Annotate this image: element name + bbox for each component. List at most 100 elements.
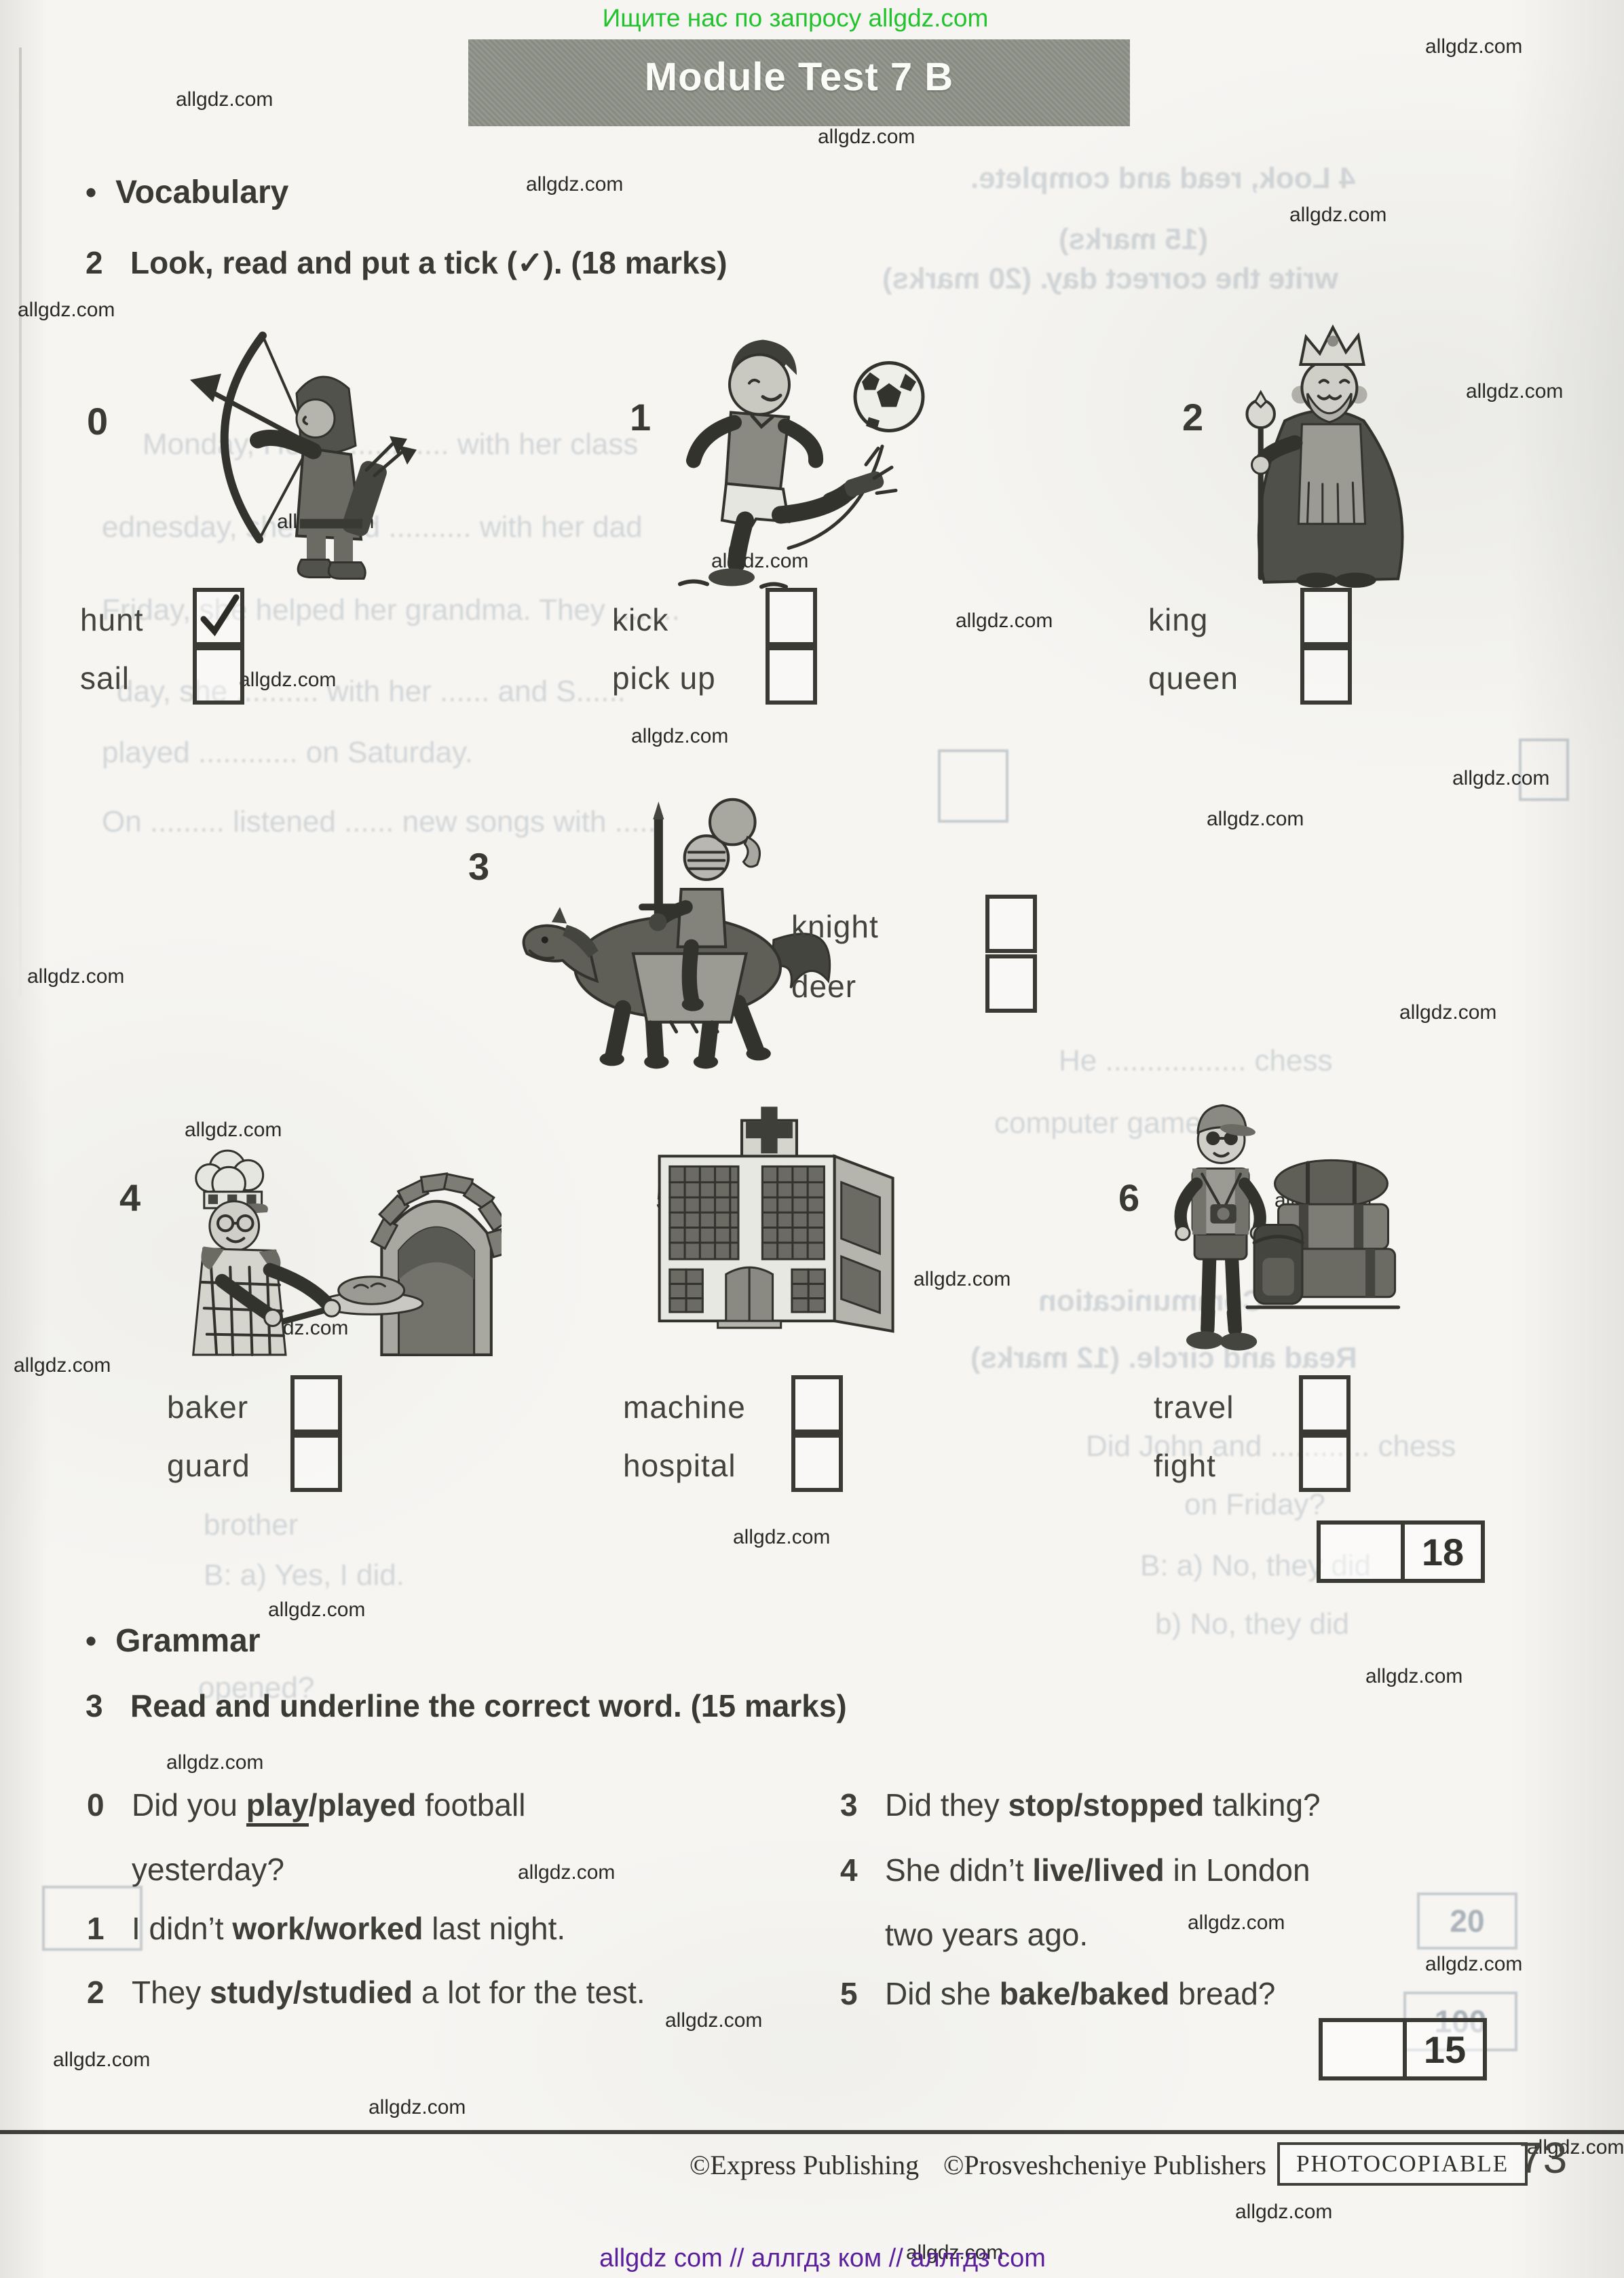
grammar-item-text: Did she bake/baked bread? (885, 1962, 1539, 2026)
traveller-illustration (1144, 1081, 1405, 1373)
watermark: allgdz.com (176, 88, 273, 111)
grammar-option-word2[interactable]: baked (1079, 1976, 1170, 2011)
grammar-text-pre: I didn’t (132, 1911, 233, 1946)
grammar-option-word1[interactable]: bake (999, 1976, 1071, 2011)
grammar-option-word1[interactable]: play (246, 1787, 309, 1827)
grammar-item-number: 0 (87, 1787, 105, 1823)
grammar-text-pre: Did you (132, 1787, 246, 1823)
grammar-option-word1[interactable]: live (1032, 1852, 1085, 1888)
watermark: allgdz.com (1188, 1911, 1285, 1934)
watermark: allgdz.com (14, 1354, 111, 1377)
vocab-option-label-kick: kick (612, 602, 669, 637)
checkbox-deer[interactable] (985, 954, 1037, 1013)
checkbox-queen[interactable] (1300, 646, 1352, 705)
vocab-option-label-king: king (1148, 602, 1209, 637)
grammar-item-2: 2 They study/studied a lot for the test. (87, 1960, 786, 2025)
grammar-task: 3 Read and underline the correct word. (… (86, 1687, 847, 1724)
grammar-text-pre: They (132, 1975, 210, 2010)
scan-crease (19, 48, 22, 998)
vocab-option-label-machine: machine (623, 1389, 746, 1425)
hospital-illustration (622, 1101, 917, 1359)
ghost-text: 20 (1450, 1903, 1485, 1939)
grammar-option-word1[interactable]: stop (1008, 1787, 1074, 1823)
item-number: 1 (630, 396, 652, 438)
checkbox-guard[interactable] (290, 1434, 342, 1492)
vocabulary-section-heading: • Vocabulary (86, 174, 288, 211)
footballer-illustration (592, 319, 938, 597)
slash: / (1074, 1787, 1083, 1823)
knight-illustration (486, 781, 856, 1072)
checkbox-hunt[interactable] (193, 588, 244, 646)
grammar-text-post2: two years ago. (885, 1917, 1089, 1952)
grammar-item-number: 5 (840, 1976, 858, 2011)
watermark: allgdz.com (53, 2049, 151, 2071)
grammar-text-post: last night. (423, 1911, 566, 1946)
vocab-option-label-queen: queen (1148, 660, 1239, 696)
checkbox-kick[interactable] (766, 588, 817, 646)
ghost-text: write the correct day. (20 marks) (882, 262, 1338, 295)
module-test-header: Module Test 7 B (468, 39, 1130, 126)
item-number: 0 (87, 400, 109, 443)
vocab-option-label-pick-up: pick up (612, 660, 716, 696)
grammar-option-word1[interactable]: study (210, 1975, 293, 2010)
grammar-score-box: 15 (1319, 2018, 1487, 2080)
ghost-text: brother (204, 1508, 299, 1542)
grammar-text-post: bread? (1169, 1976, 1276, 2011)
checkbox-hospital[interactable] (791, 1434, 843, 1492)
ghost-text: Did John and ............ chess (1086, 1430, 1456, 1463)
ghost-text: He ................. chess (1059, 1044, 1333, 1077)
checkbox-pick-up[interactable] (766, 646, 817, 705)
baker-and-oven-illustration (145, 1135, 510, 1373)
bottom-site-line: allgdz com // аллгдз ком // аллгдз com (599, 2244, 1046, 2273)
grammar-text-post: in London (1164, 1852, 1310, 1888)
checkbox-king[interactable] (1300, 588, 1352, 646)
tick-icon (200, 594, 240, 637)
vocab-option-label-baker: baker (167, 1389, 249, 1425)
checkbox-sail[interactable] (193, 646, 244, 705)
top-banner-text: Ищите нас по запросу allgdz.com (602, 4, 989, 32)
watermark: allgdz.com (1365, 1665, 1463, 1687)
grammar-item-3: 3 Did they stop/stopped talking? (840, 1773, 1539, 1837)
watermark: allgdz.com (818, 126, 915, 148)
vocab-option-label-sail: sail (80, 660, 130, 696)
score-entry-cell[interactable] (1323, 2022, 1403, 2076)
grammar-option-word2[interactable]: studied (301, 1975, 413, 2010)
item-number: 6 (1118, 1176, 1140, 1219)
grammar-item-number: 1 (87, 1911, 105, 1946)
watermark: allgdz.com (1289, 204, 1387, 226)
grammar-option-word2[interactable]: worked (314, 1911, 423, 1946)
ghost-text: opened? (198, 1671, 315, 1704)
module-test-title: Module Test 7 B (644, 55, 954, 99)
grammar-text-pre: She didn’t (885, 1852, 1033, 1888)
watermark: allgdz.com (1527, 2136, 1624, 2159)
watermark: allgdz.com (1452, 767, 1550, 789)
grammar-text-pre: Did they (885, 1787, 1008, 1823)
grammar-option-word2[interactable]: played (317, 1787, 417, 1823)
ghost-text: b) No, they did (1155, 1607, 1350, 1641)
checkbox-travel[interactable] (1299, 1375, 1351, 1434)
watermark: allgdz.com (913, 1268, 1011, 1290)
grammar-item-text: Did they stop/stopped talking? (885, 1773, 1539, 1837)
checkbox-knight[interactable] (985, 895, 1037, 953)
score-max-value: 18 (1401, 1525, 1481, 1579)
page-number: 73 (1519, 2133, 1568, 2182)
grammar-heading-label: Grammar (115, 1623, 261, 1659)
grammar-item-text: They study/studied a lot for the test. (132, 1960, 786, 2025)
grammar-item-number: 3 (840, 1787, 858, 1823)
grammar-option-word1[interactable]: work (232, 1911, 305, 1946)
watermark: allgdz.com (665, 2009, 763, 2032)
ghost-text: Friday, she helped her grandma. They ...… (102, 593, 680, 627)
score-entry-cell[interactable] (1321, 1525, 1401, 1579)
ghost-text: on Friday? (1184, 1488, 1325, 1521)
watermark: allgdz.com (268, 1599, 366, 1621)
checkbox-fight[interactable] (1299, 1434, 1351, 1492)
checkbox-baker[interactable] (290, 1375, 342, 1434)
checkbox-machine[interactable] (791, 1375, 843, 1434)
task-text: Look, read and put a tick (✓). (18 marks… (130, 245, 728, 280)
grammar-option-word2[interactable]: lived (1093, 1852, 1165, 1888)
watermark: allgdz.com (518, 1861, 616, 1884)
grammar-option-word2[interactable]: stopped (1082, 1787, 1205, 1823)
